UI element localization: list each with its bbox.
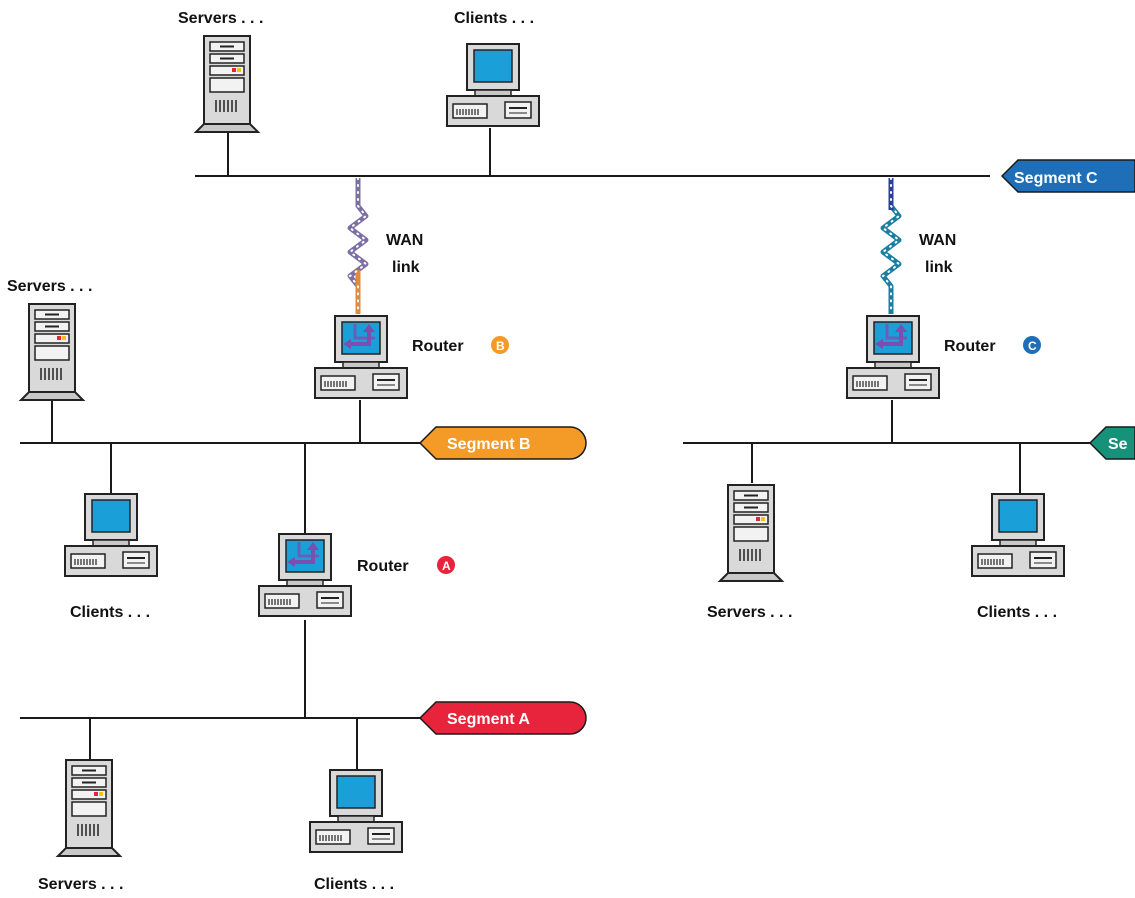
segment-b-clients-label: Clients . . .	[70, 604, 150, 621]
segment-b-label: Segment B	[447, 436, 531, 453]
router-b-badge-letter: B	[496, 339, 505, 353]
router-c-badge-letter: C	[1028, 339, 1037, 353]
segment-a-servers-label: Servers . . .	[38, 876, 123, 893]
wan-right-label-line2: link	[925, 259, 953, 276]
segment-a-tag: Segment A	[418, 701, 587, 735]
server-icon	[719, 484, 783, 582]
segment-d-tag: Se	[1088, 426, 1135, 460]
server-icon	[57, 759, 121, 857]
wan-left-label-line1: WAN	[386, 232, 423, 249]
router-a-badge: A	[437, 556, 455, 574]
client-icon	[446, 43, 540, 127]
router-c-icon	[845, 314, 941, 400]
segment-c-label: Segment C	[1014, 170, 1098, 187]
segment-b-line	[20, 398, 420, 533]
router-a-badge-letter: A	[442, 559, 451, 573]
top-clients-label: Clients . . .	[454, 10, 534, 27]
router-b-icon	[313, 314, 409, 400]
wan-right-label-line1: WAN	[919, 232, 956, 249]
router-a-label: Router	[357, 558, 409, 575]
router-c-badge: C	[1023, 336, 1041, 354]
segment-d-label: Se	[1108, 436, 1128, 453]
segment-d-line	[683, 400, 1090, 494]
segment-a-clients-label: Clients . . .	[314, 876, 394, 893]
segment-c-line	[195, 128, 990, 177]
wan-left-label-line2: link	[392, 259, 420, 276]
router-c-label: Router	[944, 338, 996, 355]
client-icon	[309, 769, 403, 853]
router-b-label: Router	[412, 338, 464, 355]
wan-link-left	[347, 177, 369, 315]
segment-a-label: Segment A	[447, 711, 530, 728]
segment-b-servers-label: Servers . . .	[7, 278, 92, 295]
segment-b-tag: Segment B	[418, 426, 587, 460]
wan-link-right	[880, 177, 902, 315]
top-servers-label: Servers . . .	[178, 10, 263, 27]
server-icon	[195, 35, 259, 133]
router-b-badge: B	[491, 336, 509, 354]
segment-d-servers-label: Servers . . .	[707, 604, 792, 621]
client-icon	[64, 493, 158, 577]
server-icon	[20, 303, 84, 401]
client-icon	[971, 493, 1065, 577]
segment-c-tag: Segment C	[1000, 159, 1135, 193]
segment-d-clients-label: Clients . . .	[977, 604, 1057, 621]
router-a-icon	[257, 532, 353, 618]
segment-a-line	[20, 620, 420, 770]
